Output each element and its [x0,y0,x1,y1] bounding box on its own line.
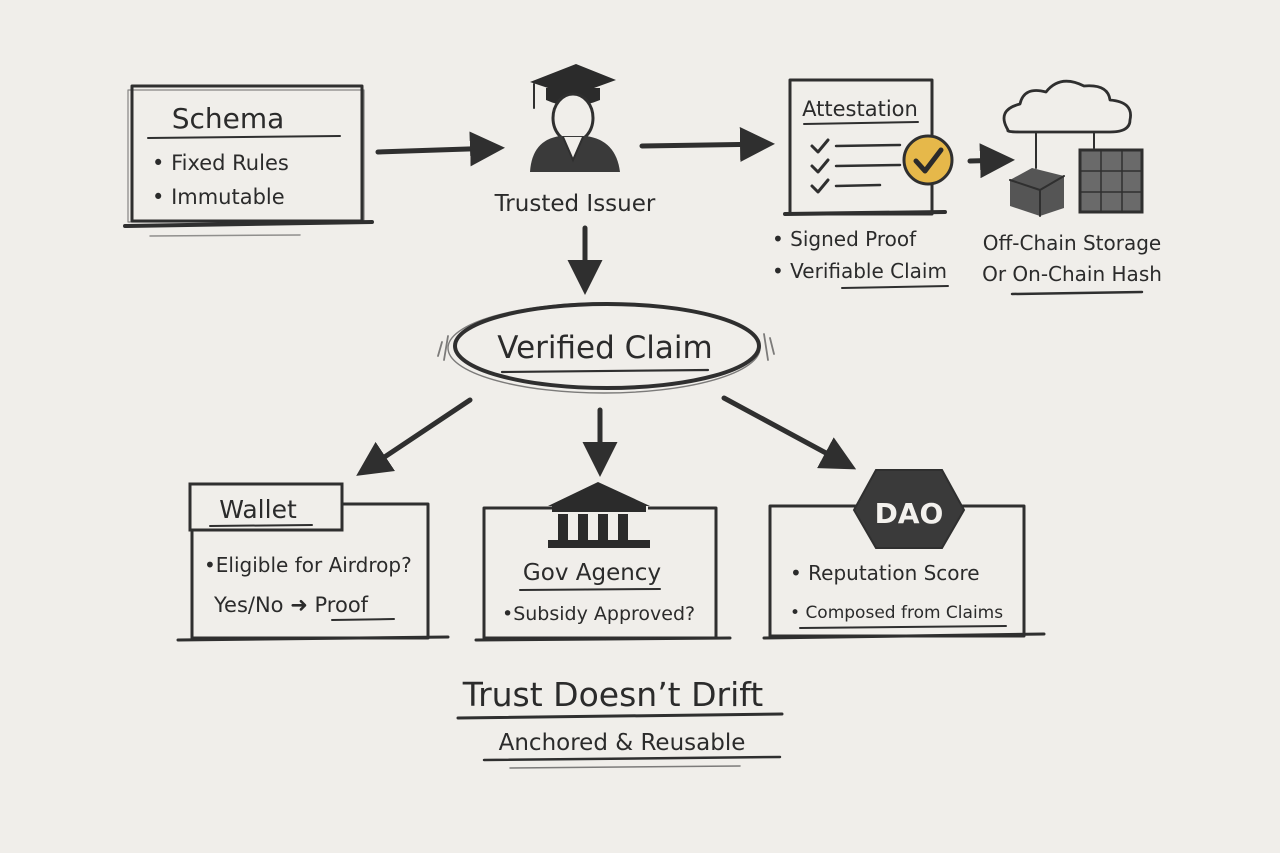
issuer-node: Trusted Issuer [494,64,656,217]
issuer-label: Trusted Issuer [494,191,656,217]
dao-box: DAO • Reputation Score • Composed from C… [762,469,1046,640]
graduate-person-icon [530,64,620,172]
arrow-issuer-to-attestation [639,126,775,162]
attestation-bullet-2: • Verifiable Claim [772,259,947,283]
schema-bullet-2: • Immutable [152,185,285,209]
arrow-claim-to-dao [721,395,857,470]
footer-title: Trust Doesn’t Drift [462,675,764,714]
government-building-icon [548,482,650,550]
arrow-claim-to-wallet [356,397,473,476]
wallet-line1: •Eligible for Airdrop? [204,553,412,577]
footer-subtitle: Anchored & Reusable [499,730,746,756]
dao-bullet-2: • Composed from Claims [790,603,1003,623]
dao-badge: DAO [852,469,966,549]
attestation-bullet-1: • Signed Proof [772,227,917,251]
wallet-box: Wallet •Eligible for Airdrop? Yes/No ➜ P… [176,482,450,642]
attestation-card: Attestation • Signed Proof • Verifiable … [772,78,954,289]
arrow-schema-to-issuer [375,131,505,167]
gov-box: Gov Agency •Subsidy Approved? [474,482,732,642]
dao-bullet-1: • Reputation Score [790,561,980,585]
footer: Trust Doesn’t Drift Anchored & Reusable [456,675,784,769]
schema-box: Schema • Fixed Rules • Immutable [123,84,374,237]
gov-line1: •Subsidy Approved? [502,603,695,625]
gov-title: Gov Agency [523,560,661,586]
wallet-title: Wallet [219,495,297,524]
attestation-title: Attestation [802,97,918,121]
storage-label-line1: Off-Chain Storage [983,231,1161,255]
schema-title: Schema [172,102,285,135]
schema-bullet-1: • Fixed Rules [152,151,289,175]
checklist-with-checkmark-icon [810,134,954,194]
cloud-and-blocks-icon [1002,79,1144,217]
verified-claim-node: Verified Claim [437,302,775,394]
arrow-attestation-to-storage [967,143,1015,179]
wallet-line2: Yes/No ➜ Proof [213,593,369,617]
storage-label-line2: Or On-Chain Hash [982,262,1162,286]
claim-label: Verified Claim [497,330,712,366]
dao-badge-text: DAO [875,497,944,530]
storage-node: Off-Chain Storage Or On-Chain Hash [982,79,1162,296]
